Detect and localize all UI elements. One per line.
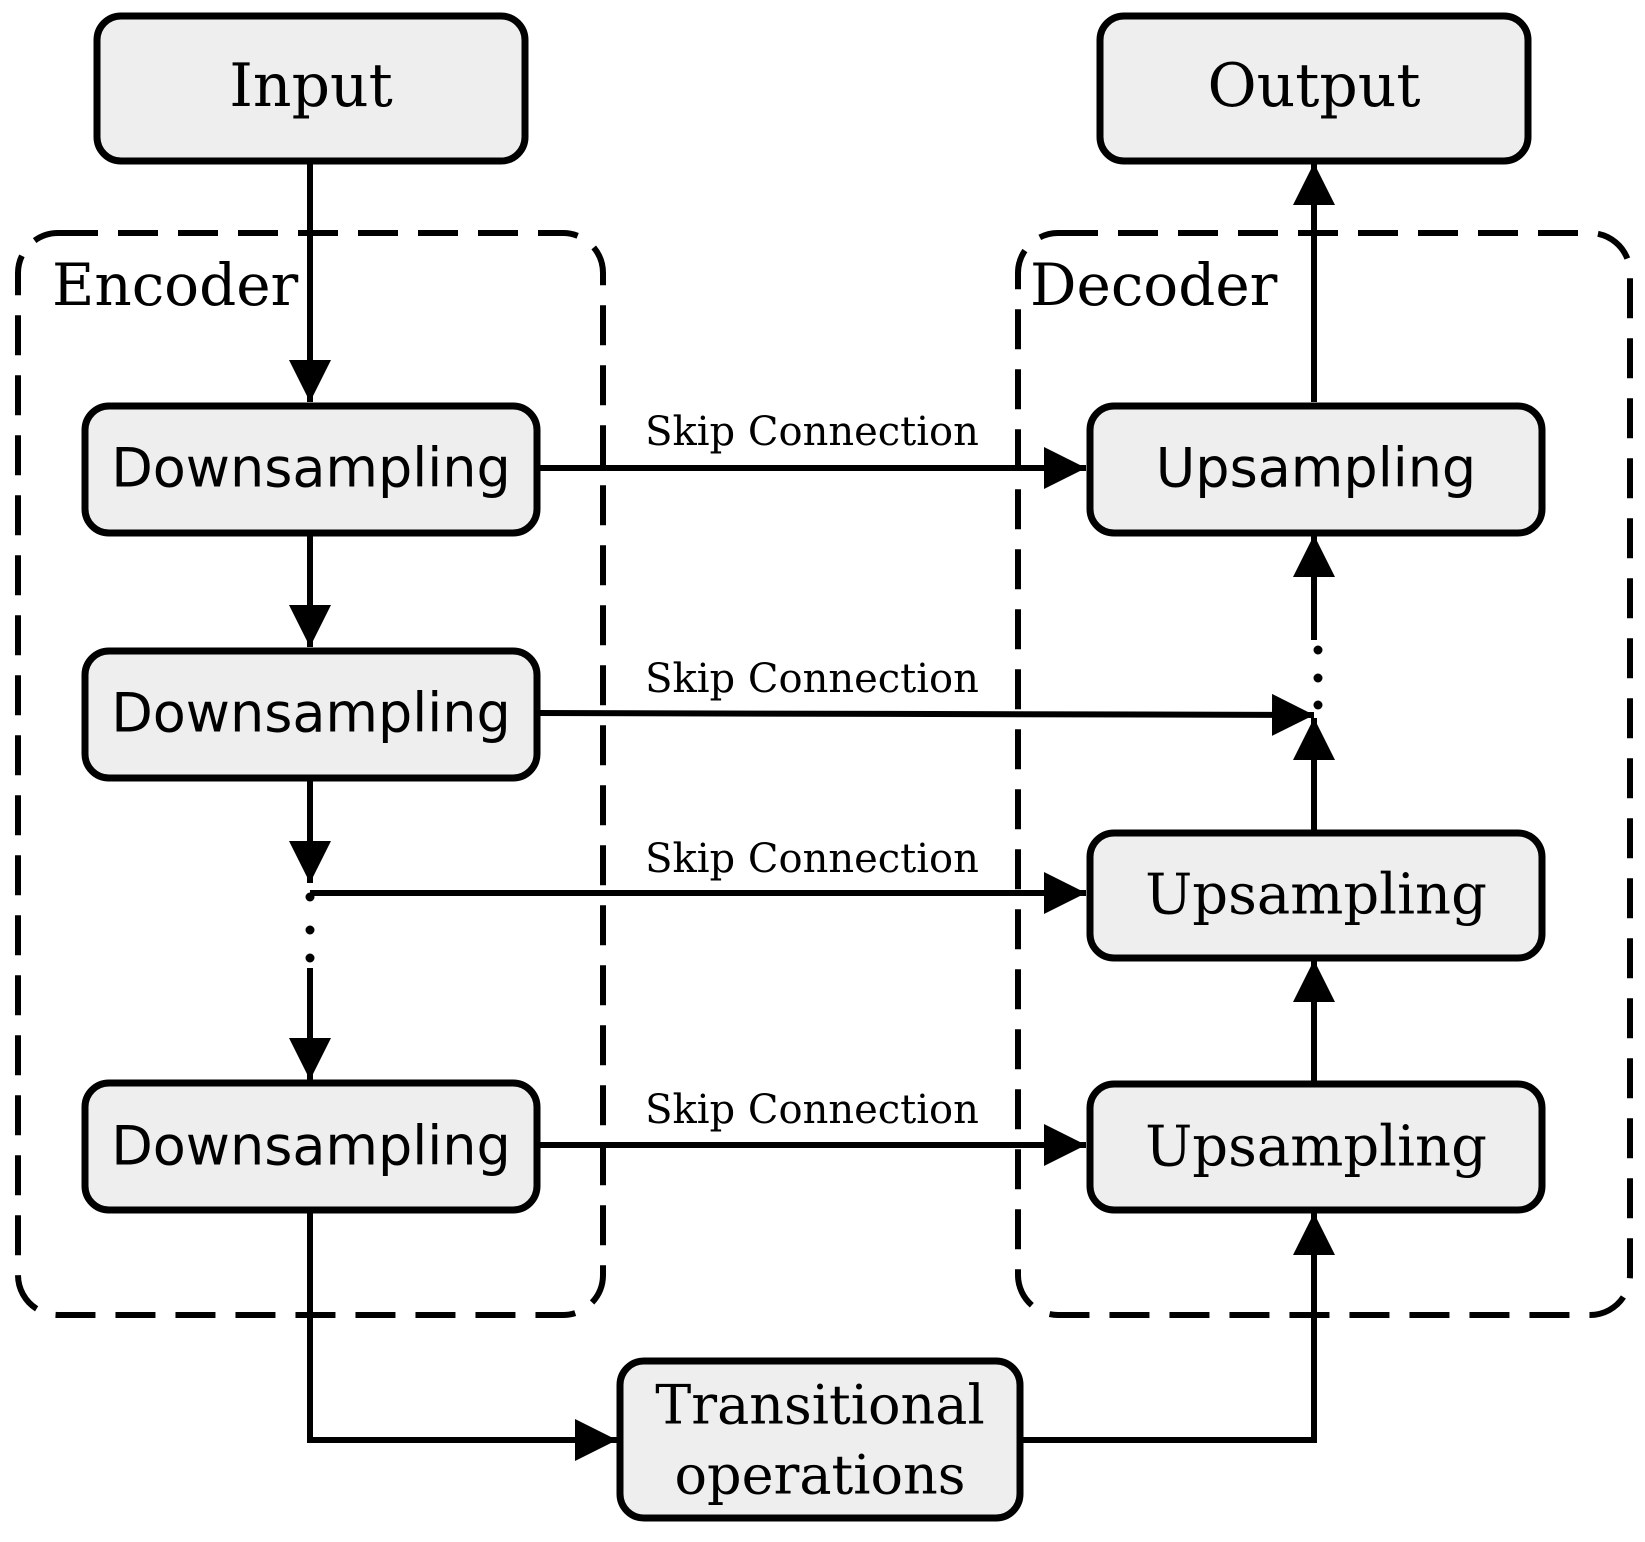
output-node: Output [1096, 12, 1532, 165]
transitional-label-line1: Transitional [655, 1374, 985, 1437]
upsampling-node-3: Upsampling [1086, 1080, 1546, 1214]
arrow-transition-to-up3 [1021, 1213, 1335, 1443]
downsampling-node-2: Downsampling [81, 647, 541, 782]
skip-connection-2 [536, 693, 1315, 736]
skip-label-2: Skip Connection [645, 656, 979, 702]
arrow-down3-to-transition [307, 1213, 617, 1461]
skip-label-3: Skip Connection [645, 836, 979, 882]
encoder-ellipsis [305, 892, 315, 963]
upsampling-label-1: Upsampling [1156, 437, 1476, 500]
upsampling-label-2: Upsampling [1145, 863, 1487, 928]
decoder-group [1015, 230, 1633, 1318]
encoder-label: Encoder [52, 251, 299, 319]
input-node: Input [93, 12, 529, 165]
decoder-label: Decoder [1030, 251, 1278, 319]
skip-label-1: Skip Connection [645, 409, 979, 455]
downsampling-label-2: Downsampling [111, 682, 511, 745]
upsampling-label-3: Upsampling [1145, 1115, 1487, 1180]
upsampling-node-2: Upsampling [1086, 829, 1546, 962]
decoder-ellipsis [1313, 645, 1323, 710]
downsampling-label-3: Downsampling [111, 1115, 511, 1178]
downsampling-label-1: Downsampling [111, 437, 511, 500]
input-label: Input [229, 51, 393, 121]
downsampling-node-1: Downsampling [81, 402, 541, 537]
downsampling-node-3: Downsampling [81, 1079, 541, 1214]
upsampling-node-1: Upsampling [1086, 402, 1546, 537]
transitional-operations-node: Transitional operations [616, 1357, 1024, 1522]
output-label: Output [1207, 51, 1420, 121]
transitional-label-line2: operations [674, 1444, 965, 1507]
skip-label-4: Skip Connection [645, 1087, 979, 1133]
